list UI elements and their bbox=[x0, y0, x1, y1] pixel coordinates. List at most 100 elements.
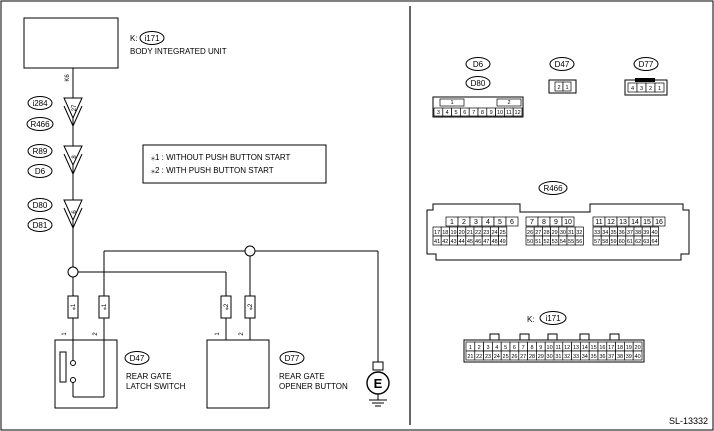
pin-1-label: 1 bbox=[565, 85, 568, 91]
pin-59-label: 59 bbox=[610, 239, 616, 245]
junction-label-d80: D80 bbox=[33, 201, 48, 210]
pin-17-label: 17 bbox=[434, 230, 440, 236]
pin-1-cell bbox=[654, 82, 665, 93]
pin-24-label: 24 bbox=[491, 230, 497, 236]
junction-pin-2: 8 bbox=[72, 155, 78, 159]
pin-64-cell bbox=[650, 235, 659, 246]
pin-7-label: 7 bbox=[530, 219, 534, 226]
pin-30-label: 30 bbox=[547, 354, 553, 360]
pin-56-label: 56 bbox=[576, 239, 582, 245]
pin-38-label: 38 bbox=[635, 230, 641, 236]
pin-19-label: 19 bbox=[450, 230, 456, 236]
pin-28-label: 28 bbox=[529, 354, 535, 360]
body-unit-connector-oval bbox=[139, 31, 165, 45]
junction-pin-1: 27 bbox=[72, 104, 78, 111]
footer-code: SL-13332 bbox=[669, 416, 708, 426]
pin-15-label: 15 bbox=[643, 219, 651, 226]
pin-42-label: 42 bbox=[442, 239, 448, 245]
pin-12-cell bbox=[512, 107, 523, 117]
pin-44-label: 44 bbox=[459, 239, 465, 245]
pin-62-label: 62 bbox=[635, 239, 641, 245]
pin-18-label: 18 bbox=[442, 230, 448, 236]
pin-8-label: 8 bbox=[542, 219, 546, 226]
branch-mark-2: ⁎1 bbox=[102, 303, 108, 310]
pin-57-label: 57 bbox=[594, 239, 600, 245]
pin-8-label: 8 bbox=[530, 345, 533, 351]
pin-14-label: 14 bbox=[582, 345, 588, 351]
pin-17-label: 17 bbox=[608, 345, 614, 351]
junction-label-i284: i284 bbox=[32, 99, 48, 108]
pin-10-label: 10 bbox=[497, 110, 503, 116]
pin-28-label: 28 bbox=[543, 230, 549, 236]
conn-d47-label: D47 bbox=[555, 60, 570, 69]
pin-49-label: 49 bbox=[500, 239, 506, 245]
conn-i171-prefix: K: bbox=[527, 315, 535, 324]
body-unit-connector-label: i171 bbox=[144, 34, 160, 43]
opener-name-2: OPENER BUTTON bbox=[279, 382, 348, 391]
pin-55-label: 55 bbox=[568, 239, 574, 245]
pin-16-cell bbox=[652, 216, 666, 227]
pin-10-cell bbox=[561, 216, 575, 227]
pin-18-label: 18 bbox=[617, 345, 623, 351]
pin-50-label: 50 bbox=[527, 239, 533, 245]
opener-pin-1: 1 bbox=[215, 332, 221, 336]
pin-41-label: 41 bbox=[434, 239, 440, 245]
latch-pin-2: 2 bbox=[93, 332, 99, 336]
pin-33-label: 33 bbox=[594, 230, 600, 236]
pin-22-label: 22 bbox=[475, 230, 481, 236]
conn-r466-label: R466 bbox=[543, 184, 563, 193]
pin-9-label: 9 bbox=[539, 345, 542, 351]
pin-2-label: 2 bbox=[557, 85, 560, 91]
pin-6-label: 6 bbox=[463, 110, 466, 116]
pin-26-label: 26 bbox=[511, 354, 517, 360]
pin-48-label: 48 bbox=[491, 239, 497, 245]
pin-26-label: 26 bbox=[527, 230, 533, 236]
d6-top-1-label: 1 bbox=[450, 100, 453, 106]
pin-3-label: 3 bbox=[474, 219, 478, 226]
pin-38-label: 38 bbox=[617, 354, 623, 360]
pin-54-label: 54 bbox=[560, 239, 566, 245]
pin-1-label: 1 bbox=[658, 86, 661, 92]
conn-i171-key-3 bbox=[579, 333, 590, 341]
junction-oval-d6 bbox=[27, 164, 53, 178]
pin-14-label: 14 bbox=[631, 219, 639, 226]
pin-12-label: 12 bbox=[515, 110, 521, 116]
pin-3-label: 3 bbox=[640, 86, 643, 92]
pin-61-label: 61 bbox=[627, 239, 633, 245]
opener-button-box bbox=[206, 339, 270, 409]
pin-56-cell bbox=[574, 235, 584, 246]
splice-point-right bbox=[244, 245, 256, 257]
junction-pin-3: 6 bbox=[72, 210, 78, 214]
pin-23-label: 23 bbox=[483, 230, 489, 236]
pin-39-label: 39 bbox=[643, 230, 649, 236]
pin-36-label: 36 bbox=[599, 354, 605, 360]
pin-51-label: 51 bbox=[535, 239, 541, 245]
branch-mark-box-4 bbox=[244, 295, 256, 319]
conn-i171-label: i171 bbox=[545, 314, 561, 323]
legend-line-1: ⁎1 : WITHOUT PUSH BUTTON START bbox=[151, 153, 291, 162]
branch-mark-box-1 bbox=[67, 295, 79, 319]
pin-27-label: 27 bbox=[520, 354, 526, 360]
pin-64-label: 64 bbox=[651, 239, 657, 245]
pin-45-label: 45 bbox=[467, 239, 473, 245]
latch-name-2: LATCH SWITCH bbox=[126, 382, 186, 391]
latch-switch-contact bbox=[59, 351, 67, 383]
junction-oval-r89 bbox=[27, 144, 53, 158]
pin-16-label: 16 bbox=[599, 345, 605, 351]
pin-49-cell bbox=[498, 235, 508, 246]
latch-pin-1: 1 bbox=[62, 332, 68, 336]
pin-15-label: 15 bbox=[591, 345, 597, 351]
conn-d77-oval bbox=[633, 57, 659, 71]
opener-name-1: REAR GATE bbox=[279, 372, 325, 381]
pin-33-label: 33 bbox=[573, 354, 579, 360]
conn-d80-label: D80 bbox=[471, 79, 486, 88]
conn-d6-label: D6 bbox=[473, 60, 484, 69]
pin-2-label: 2 bbox=[649, 86, 652, 92]
conn-i171-key-4 bbox=[609, 333, 620, 341]
junction-oval-d81 bbox=[27, 218, 53, 232]
